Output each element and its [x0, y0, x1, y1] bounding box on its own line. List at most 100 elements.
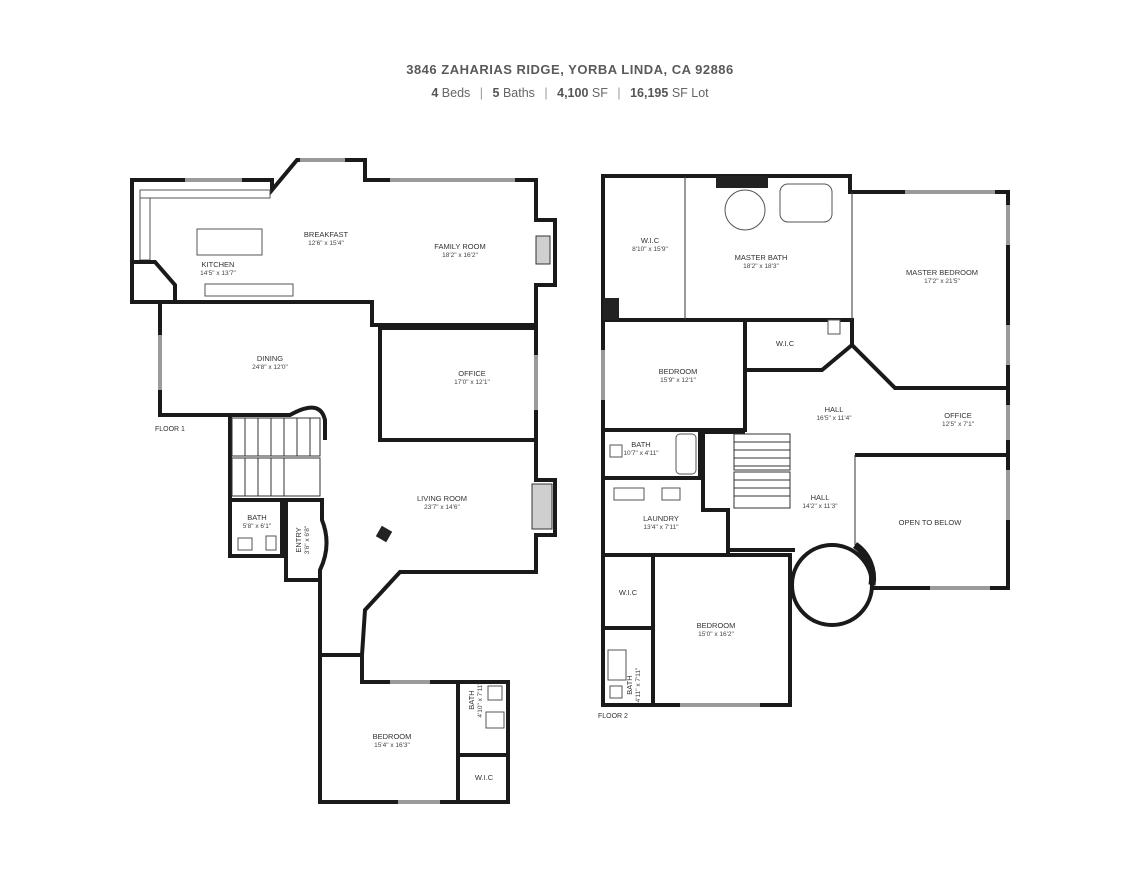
floor-2-plan: FLOOR 2 W.I.C 8'10" x 15'9" MASTER BATH …: [598, 174, 1010, 720]
beds-count: 4: [431, 86, 439, 100]
hall2-dims: 14'2" x 11'3": [802, 503, 838, 510]
fireplace: [535, 235, 551, 265]
laundry-dims: 13'4" x 7'11": [643, 524, 679, 531]
wic-master-dims: 8'10" x 15'9": [632, 246, 668, 253]
office-floor2-dims: 12'5" x 7'1": [942, 421, 975, 428]
laundry-walls: [601, 478, 730, 557]
bath-floor2-label: BATH: [631, 440, 650, 449]
breakfast-dims: 12'6" x 15'4": [308, 240, 344, 247]
bedroom-floor1-label: BEDROOM: [373, 732, 412, 741]
baths-count: 5: [492, 86, 500, 100]
wic-floor2-label: W.I.C: [776, 339, 795, 348]
kitchen-island: [196, 228, 263, 256]
property-address: 3846 ZAHARIAS RIDGE, YORBA LINDA, CA 928…: [406, 62, 734, 77]
staircase-floor2: [733, 433, 791, 509]
entry-walls: [284, 500, 320, 582]
family-room-dims: 18'2" x 16'2": [442, 252, 478, 259]
master-bath-dims: 18'2" x 18'3": [743, 263, 779, 270]
floor-1-plan: FLOOR 1 KITCHEN 14'5" x 13'7" BREAKFAST …: [130, 158, 557, 804]
bathtub: [675, 433, 697, 475]
hall-office-walls: [855, 388, 1010, 590]
toilet: [609, 685, 623, 699]
hall2-label: HALL: [811, 493, 830, 502]
wic-floor2b-label: W.I.C: [619, 588, 638, 597]
column: [603, 298, 619, 320]
washer-dryer: [613, 487, 645, 501]
wic-floor1-label: W.I.C: [475, 773, 494, 782]
breakfast-label: BREAKFAST: [304, 230, 349, 239]
sink: [237, 537, 253, 551]
fireplace: [531, 483, 553, 530]
kitchen-counter: [139, 189, 271, 199]
entry-label: ENTRY: [294, 527, 303, 552]
floor2-upper-walls: [601, 174, 1010, 390]
floor-1-label: FLOOR 1: [155, 426, 185, 433]
beds-label: Beds: [441, 86, 471, 100]
bath-floor2b-label: BATH: [625, 675, 634, 694]
hall-label: HALL: [825, 405, 844, 414]
kitchen-dims: 14'5" x 13'7": [200, 270, 236, 277]
floor1-upper-walls: [130, 158, 557, 327]
bath-floor1-dims: 5'8" x 6'1": [243, 523, 272, 530]
kitchen-partition: [132, 260, 177, 302]
family-room-label: FAMILY ROOM: [434, 242, 485, 251]
listing-header: 3846 ZAHARIAS RIDGE, YORBA LINDA, CA 928…: [0, 62, 1140, 100]
bath-floor1-label: BATH: [247, 513, 266, 522]
kitchen-counter: [139, 189, 151, 261]
office-floor1-dims: 17'0" x 12'1": [454, 379, 490, 386]
shower: [607, 649, 627, 681]
shower: [485, 711, 505, 729]
stats-divider: |: [479, 86, 484, 100]
round-turret: [790, 543, 874, 627]
sqft-count: 4,100: [557, 86, 589, 100]
floor-2-label: FLOOR 2: [598, 713, 628, 720]
toilet: [487, 685, 503, 701]
dining-label: DINING: [257, 354, 283, 363]
living-room-label: LIVING ROOM: [417, 494, 467, 503]
vanity-wall: [716, 176, 768, 188]
round-shower: [724, 189, 766, 231]
bathtub: [779, 183, 833, 223]
bedroom-floor1-dims: 15'4" x 16'3": [374, 742, 410, 749]
hall-dims: 16'5" x 11'4": [816, 415, 852, 422]
wic-master-label: W.I.C: [641, 236, 660, 245]
bath-floor2b-dims: 4'11" x 7'11": [635, 667, 642, 702]
laundry-label: LAUNDRY: [643, 514, 679, 523]
toilet: [265, 535, 277, 551]
baths-label: Baths: [502, 86, 535, 100]
lot-label: SF Lot: [671, 86, 709, 100]
bath-floor1b-dims: 4'10" x 7'11": [477, 682, 484, 718]
bedroom-floor2b-dims: 15'0" x 16'2": [698, 631, 734, 638]
office-floor1-label: OFFICE: [458, 369, 486, 378]
column: [375, 525, 393, 543]
bath1-walls: [228, 500, 284, 558]
master-bath-label: MASTER BATH: [735, 253, 788, 262]
bath3-walls: [601, 430, 702, 480]
bath-floor2-dims: 10'7" x 4'11": [623, 450, 659, 457]
bedroom-floor2-label: BEDROOM: [659, 367, 698, 376]
kitchen-counter: [204, 283, 294, 297]
master-bedroom-label: MASTER BEDROOM: [906, 268, 978, 277]
open-to-below-label: OPEN TO BELOW: [899, 518, 963, 527]
bath2-walls: [456, 682, 508, 802]
stats-divider: |: [617, 86, 621, 100]
turret-wall: [852, 542, 877, 586]
stats-divider: |: [544, 86, 548, 100]
bedroom1-walls: [318, 655, 510, 804]
bath-floor1b-label: BATH: [467, 690, 476, 709]
sink: [661, 487, 681, 501]
floor1-dining-walls: [158, 302, 327, 440]
staircase-floor1: [231, 417, 321, 497]
sink: [609, 444, 623, 458]
property-stats: 4 Beds | 5 Baths | 4,100 SF | 16,195 SF …: [0, 86, 1140, 100]
bedroom-floor2b-label: BEDROOM: [697, 621, 736, 630]
master-bedroom-dims: 17'2" x 21'5": [924, 278, 960, 285]
bedroom-floor2-dims: 15'9" x 12'1": [660, 377, 696, 384]
wic-floor2-walls: [745, 343, 854, 372]
toilet: [827, 319, 841, 335]
kitchen-label: KITCHEN: [202, 260, 235, 269]
office-floor2-label: OFFICE: [944, 411, 972, 420]
entry-dims: 3'6" x 6'8": [304, 525, 311, 554]
floor1-living-walls: [228, 415, 557, 657]
